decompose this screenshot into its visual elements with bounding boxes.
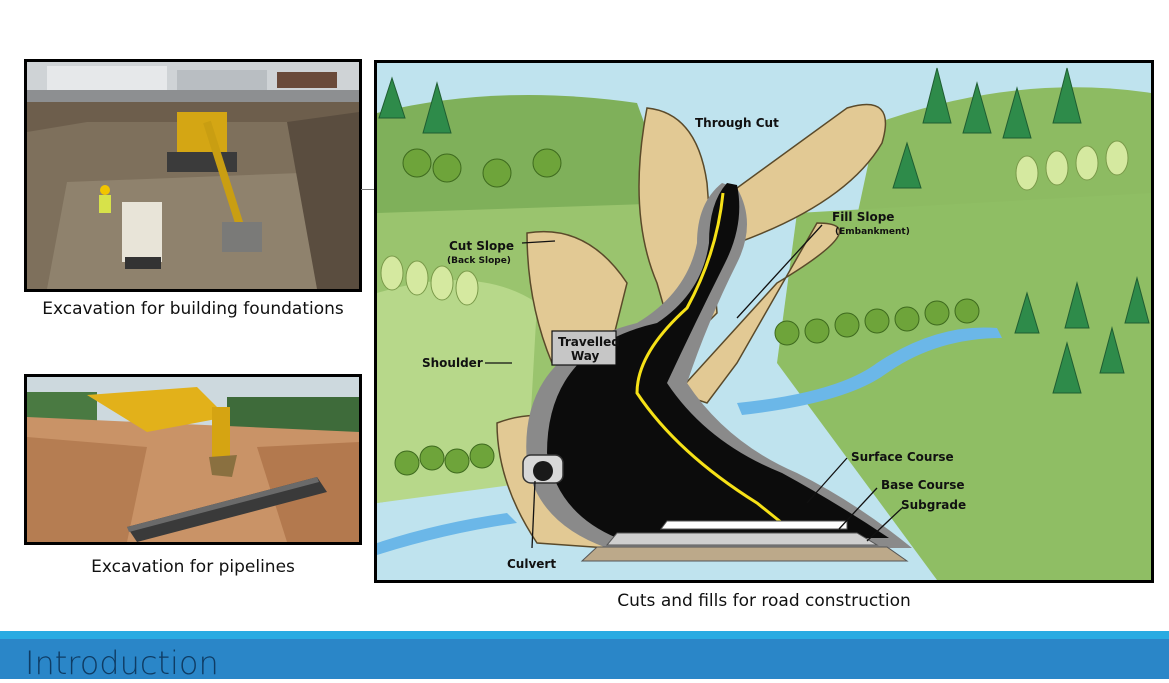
accent-stripe <box>0 631 1169 639</box>
base-course-layer <box>605 532 879 546</box>
culvert-label: Culvert <box>507 557 556 571</box>
fill-slope <box>675 222 840 404</box>
culvert-opening <box>533 461 553 481</box>
connector-line <box>361 189 375 190</box>
pipeline-excavation-caption: Excavation for pipelines <box>91 557 295 577</box>
footer-bar <box>0 639 1169 679</box>
through-cut-label: Through Cut <box>695 116 779 130</box>
travelled-way-sign <box>551 330 617 366</box>
pipeline-excavation-photo <box>24 374 362 545</box>
river-left <box>377 513 517 555</box>
lower-left-field <box>377 280 537 503</box>
right-field <box>777 193 1151 580</box>
back-slope-label: (Back Slope) <box>447 256 511 266</box>
fill-slope-label: Fill Slope <box>832 210 894 224</box>
surface-course-label: Surface Course <box>851 450 954 464</box>
road-construction-caption: Cuts and fills for road construction <box>617 591 911 611</box>
road-construction-diagram: Through Cut Fill Slope (Embankment) Cut … <box>374 60 1154 583</box>
surface-course-layer <box>660 520 848 530</box>
light-trees <box>380 140 1129 306</box>
way-label: Way <box>571 349 600 363</box>
river-right <box>737 327 1002 415</box>
cut-slope-label: Cut Slope <box>449 239 514 253</box>
road-surface <box>547 183 889 538</box>
road-centerline <box>635 192 783 525</box>
embankment-label: (Embankment) <box>835 227 910 237</box>
subgrade-layer <box>580 546 909 562</box>
deciduous-trees <box>394 148 980 476</box>
through-cut-right <box>736 103 887 245</box>
travelled-label: Travelled <box>558 335 620 349</box>
building-excavation-caption: Excavation for building foundations <box>42 299 344 319</box>
building-excavation-photo <box>24 59 362 292</box>
label-arrows <box>485 224 903 549</box>
section-title: Introduction <box>25 644 219 682</box>
base-course-label: Base Course <box>881 478 965 492</box>
shoulder-label: Shoulder <box>422 356 483 370</box>
subgrade-label: Subgrade <box>901 498 966 512</box>
conifer-trees <box>378 67 1150 394</box>
left-hill <box>377 95 677 213</box>
